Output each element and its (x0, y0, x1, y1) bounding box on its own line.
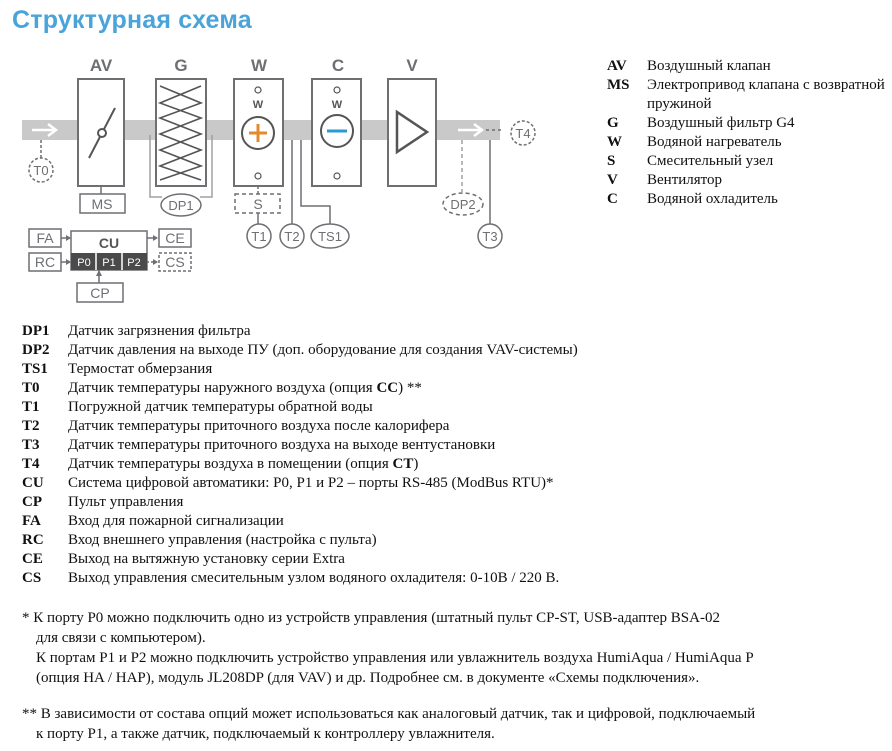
dp2-label: DP2 (450, 197, 475, 212)
water-heater-w (233, 78, 284, 187)
header-w: W (251, 56, 268, 75)
control-unit-cu (70, 230, 148, 271)
s-label: S (253, 196, 262, 212)
t1-sensor (246, 223, 272, 249)
t3-label: T3 (482, 229, 497, 244)
fa-label: FA (36, 230, 54, 246)
heater-w-label: W (253, 99, 264, 111)
footnote-1-line: * К порту P0 можно подключить одно из ус… (22, 610, 720, 626)
footnote-1-line: для связи с компьютером). (36, 630, 206, 646)
t3-sensor (477, 223, 503, 249)
port-p2: P2 (127, 257, 140, 269)
header-v: V (406, 56, 418, 75)
ce-box (158, 228, 192, 248)
dp1-label: DP1 (168, 198, 193, 213)
footnote-2-line: к порту P1, а также датчик, подключаемый… (36, 726, 495, 742)
port-p0: P0 (77, 257, 90, 269)
cs-box (158, 252, 192, 272)
footnotes: * К порту P0 можно подключить одно из ус… (22, 608, 882, 744)
cu-label: CU (99, 235, 119, 251)
ms-label: MS (92, 196, 113, 212)
ce-label: CE (165, 230, 184, 246)
t4-sensor (510, 120, 536, 146)
port-p1: P1 (102, 257, 115, 269)
air-inlet-arrow (32, 123, 59, 137)
t0-label: T0 (33, 163, 48, 178)
damper-av (77, 78, 125, 187)
footnote-2-line: ** В зависимости от состава опций может … (22, 706, 756, 722)
t1-label: T1 (251, 229, 266, 244)
cp-box (76, 282, 124, 303)
structural-diagram: AV G W C V MS DP1 W S T1 T2 TS1 (22, 56, 536, 303)
cp-label: CP (90, 285, 109, 301)
fan-v (387, 78, 437, 187)
dp2-sensor (442, 192, 484, 216)
air-outlet-arrow (458, 123, 485, 137)
t2-sensor (279, 223, 305, 249)
header-av: AV (90, 56, 113, 75)
header-c: C (332, 56, 344, 75)
header-g: G (174, 56, 187, 75)
cs-label: CS (165, 254, 184, 270)
page-title: Структурная схема (12, 6, 252, 34)
ms-box (79, 193, 126, 214)
t0-sensor (28, 157, 54, 183)
water-cooler-c (311, 78, 362, 187)
dp1-sensor (160, 193, 202, 217)
footnote-1-line: К портам P1 и P2 можно подключить устрой… (36, 650, 754, 666)
rc-label: RC (35, 254, 55, 270)
filter-g (155, 78, 207, 187)
footnote-1-line: (опция HA / HAP), модуль JL208DP (для VA… (36, 670, 700, 686)
t2-label: T2 (284, 229, 299, 244)
cooler-w-label: W (332, 99, 343, 111)
ts1-label: TS1 (318, 229, 342, 244)
t4-label: T4 (515, 126, 530, 141)
ts1-sensor (310, 223, 350, 249)
